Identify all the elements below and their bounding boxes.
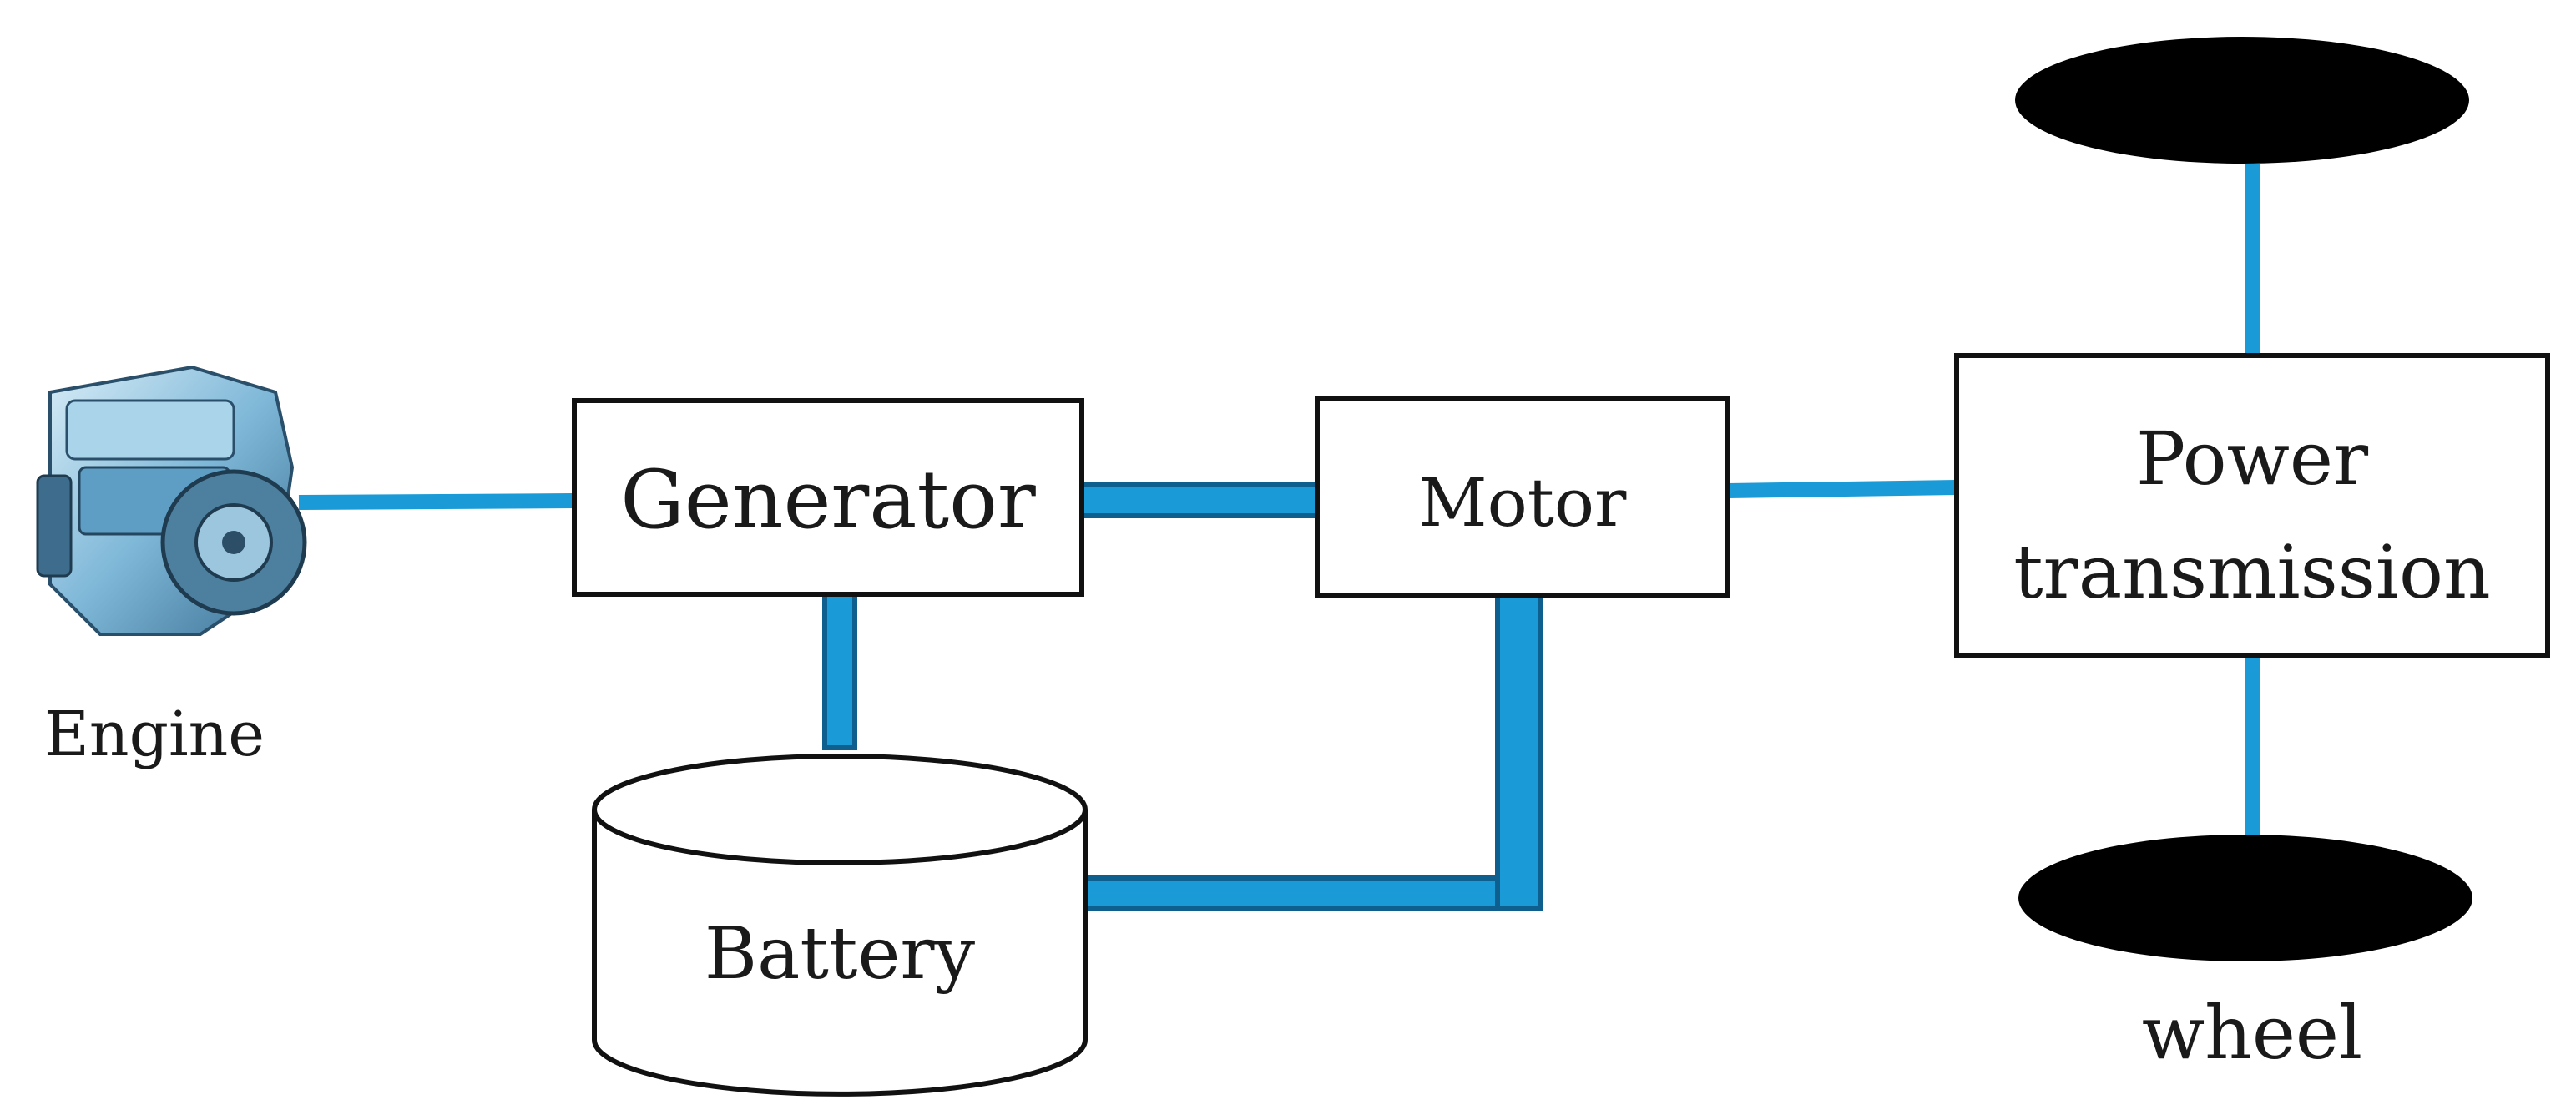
power-transmission-node: Power transmission [1954, 353, 2550, 658]
link-battery-motor-vertical [1495, 593, 1543, 911]
motor-node: Motor [1315, 396, 1730, 598]
battery-node: Battery [592, 754, 1088, 1097]
engine-label: Engine [44, 699, 265, 770]
engine-icon [36, 365, 307, 636]
power-transmission-label-line1: Power [2136, 416, 2369, 502]
link-motor-transmission [1727, 480, 1957, 498]
link-battery-motor-horizontal [1083, 875, 1543, 911]
link-engine-generator [298, 493, 575, 510]
link-generator-motor [1079, 482, 1320, 518]
generator-label: Generator [620, 453, 1036, 547]
top-wheel-shape [2015, 37, 2469, 164]
wheel-label: wheel [2142, 990, 2362, 1076]
link-generator-battery [822, 592, 857, 750]
bottom-wheel-shape [2018, 835, 2472, 961]
generator-node: Generator [572, 398, 1084, 597]
motor-label: Motor [1419, 464, 1627, 542]
battery-label: Battery [705, 912, 976, 996]
power-transmission-label-line2: transmission [2013, 529, 2490, 615]
